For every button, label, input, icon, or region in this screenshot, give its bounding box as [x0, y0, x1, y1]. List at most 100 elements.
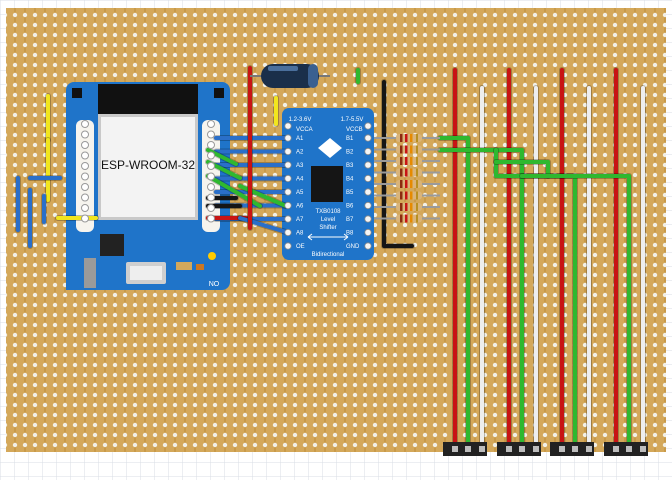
resistor-band: [410, 214, 413, 223]
shifter-pin-label-a7: A7: [296, 217, 304, 223]
resistor-icon: [396, 134, 422, 142]
resistor-band: [410, 157, 413, 165]
resistor-band: [410, 180, 413, 188]
level-shifter: 1.2-3.6V 1.7-5.5V VCCA VCCB A1A2A3A4A5A6…: [282, 108, 374, 260]
esp32-right-pin: [207, 120, 215, 128]
shifter-pin-label-gnd: GND: [346, 244, 360, 250]
pins-layer: [81, 120, 372, 250]
green-link-wire: [238, 184, 288, 208]
shifter-pin-label-a5: A5: [296, 190, 304, 196]
shifter-pin-label-a1: A1: [296, 136, 304, 142]
resistor-band: [416, 180, 418, 188]
resistor-icon: [396, 145, 422, 154]
esp32-left-pin: [81, 183, 89, 191]
resistor-icon: [396, 168, 422, 177]
shifter-vccb-label: VCCB: [346, 127, 363, 133]
shifter-pin-a1: [284, 134, 292, 142]
shifter-pin-b1: [364, 134, 372, 142]
connector-pin: [586, 446, 592, 452]
connector-pin: [479, 446, 485, 452]
shifter-pin-label-b1: B1: [346, 136, 354, 142]
shifter-pin-a7: [284, 215, 292, 223]
resistor-band: [400, 134, 403, 142]
shifter-logo: [318, 138, 342, 158]
connector-pin: [452, 446, 458, 452]
shifter-pin-label-b4: B4: [346, 177, 354, 183]
esp32-right-pin: [207, 214, 215, 223]
resistor-band: [416, 168, 418, 177]
shifter-pin-a4: [284, 174, 292, 183]
esp32-right-pin: [207, 162, 215, 170]
esp32-right-pin: [207, 172, 215, 181]
esp32-module: ESP-WROOM-32 NO: [66, 82, 230, 290]
shifter-pin-label-a6: A6: [296, 204, 304, 210]
resistor-band: [400, 168, 403, 177]
resistor-icon: [396, 191, 422, 200]
connector-row: [443, 442, 648, 456]
resistor-band: [410, 191, 413, 200]
connector-pin: [626, 446, 632, 452]
usb-uart-chip: [100, 234, 124, 256]
resistor-band: [405, 191, 408, 200]
resistor-band: [405, 214, 408, 223]
shifter-pin-label-b6: B6: [346, 204, 354, 210]
shifter-chip-name: TXB0108: [315, 209, 341, 215]
shifter-pin-gnd: [364, 242, 372, 250]
shifter-bottom-label: Bidirectional: [312, 252, 345, 258]
esp32-left-pin: [81, 193, 89, 202]
esp32-right-pin: [207, 151, 215, 160]
resistor-band: [410, 203, 413, 211]
esp32-left-pin: [81, 141, 89, 149]
shifter-top-right-label: 1.7-5.5V: [341, 117, 364, 123]
shifter-pin-label-b2: B2: [346, 150, 354, 156]
green-data-wire: [438, 148, 524, 446]
resistor-band: [405, 134, 408, 142]
shifter-pin-a5: [284, 188, 292, 196]
shifter-pin-oe: [284, 242, 292, 250]
shifter-pin-label-b8: B8: [346, 231, 354, 237]
shifter-pin-label-a8: A8: [296, 231, 304, 237]
resistor-icon: [396, 157, 422, 165]
connector-pin: [559, 446, 565, 452]
shifter-pin-label-a4: A4: [296, 177, 304, 183]
shifter-pin-label-b7: B7: [346, 217, 354, 223]
shifter-pin-vccb: [364, 122, 372, 130]
connector-pin: [465, 446, 471, 452]
resistor-band: [405, 168, 408, 177]
capacitor-icon: [250, 64, 330, 88]
resistor-band: [405, 203, 408, 211]
shifter-pin-a2: [284, 147, 292, 156]
green-data-wire: [494, 160, 550, 178]
connector-pin: [572, 446, 578, 452]
resistor-band: [416, 191, 418, 200]
esp32-module-label: ESP-WROOM-32: [101, 158, 195, 172]
shifter-pin-b8: [364, 228, 372, 237]
resistor-band: [405, 157, 408, 165]
esp32-left-pin: [81, 151, 89, 160]
esp32-left-pin: [81, 214, 89, 223]
resistor-band: [416, 145, 418, 154]
shifter-pin-label-a2: A2: [296, 150, 304, 156]
resistor-band: [416, 214, 418, 223]
shifter-vcca-label: VCCA: [296, 127, 313, 133]
esp32-left-pin: [81, 130, 89, 139]
shifter-pin-b5: [364, 188, 372, 196]
shifter-pin-label-oe: OE: [296, 244, 305, 250]
shifter-pin-a6: [284, 201, 292, 210]
shifter-pin-vcca: [284, 122, 292, 130]
esp32-left-pin: [81, 172, 89, 181]
esp32-left-pin: [81, 204, 89, 212]
shifter-subtitle-2: Shifter: [319, 225, 336, 231]
resistor-band: [400, 191, 403, 200]
esp32-right-pin: [207, 130, 215, 139]
resistor-bank: [374, 134, 440, 223]
esp32-shield-top: [101, 117, 195, 217]
shifter-pin-b7: [364, 215, 372, 223]
blue-oe-wire: [238, 216, 288, 234]
esp32-left-pin: [81, 162, 89, 170]
resistor-icon: [396, 214, 422, 223]
black-gnd-rail-wire: [382, 80, 414, 248]
resistor-band: [400, 145, 403, 154]
